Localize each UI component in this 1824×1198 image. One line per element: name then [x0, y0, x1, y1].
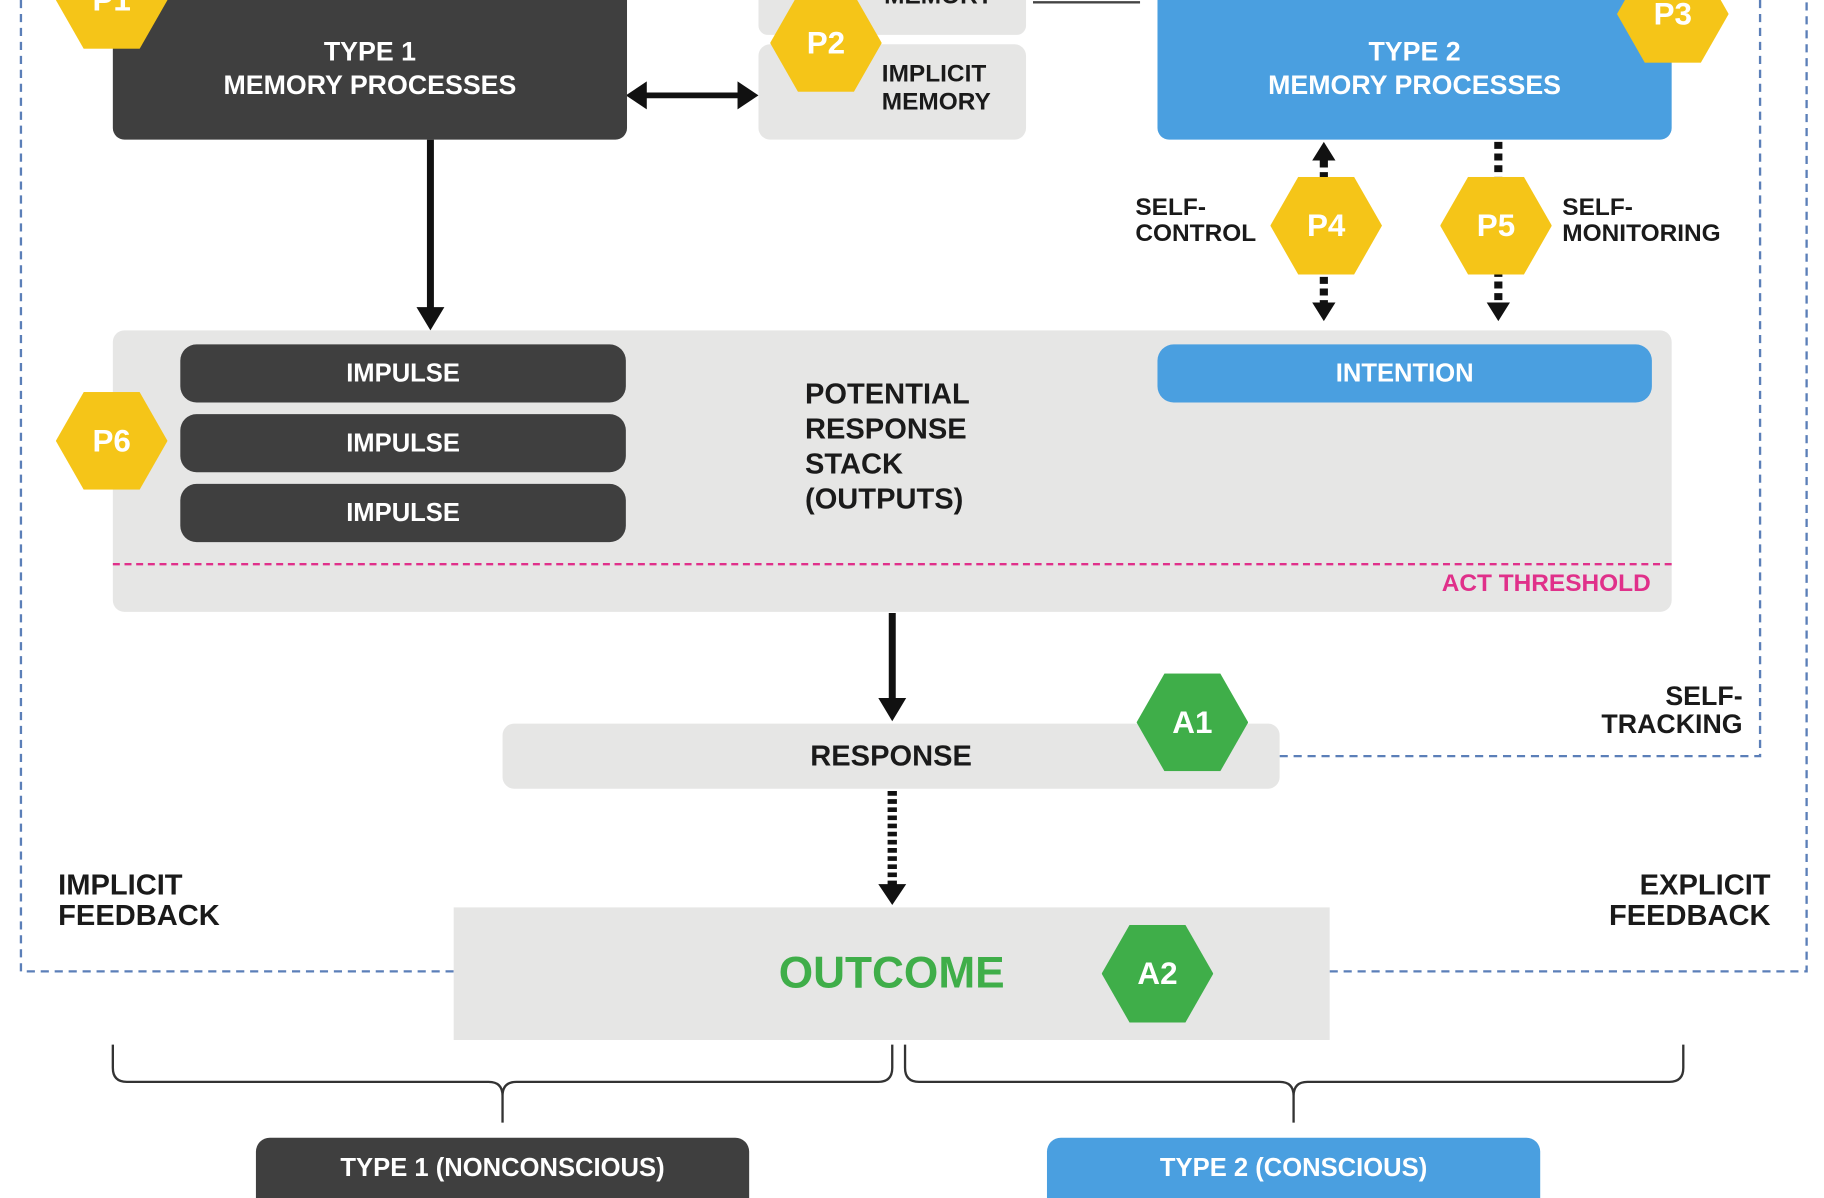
- explicit-feedback-loop: [1329, 0, 1808, 973]
- stack-line1: POTENTIAL: [805, 378, 970, 411]
- stack-line4: (OUTPUTS): [805, 482, 964, 516]
- type2-conscious-legend: TYPE 2 (CONSCIOUS): [1046, 1137, 1541, 1198]
- implicit-feedback-label: IMPLICIT FEEDBACK: [58, 870, 220, 931]
- self-monitoring-label: SELF- MONITORING: [1562, 195, 1720, 246]
- self-tracking-line2: TRACKING: [1601, 708, 1743, 739]
- explicit-feedback-line1: EXPLICIT: [1639, 868, 1771, 902]
- self-control-line2: CONTROL: [1135, 219, 1257, 247]
- implicit-feedback-line1: IMPLICIT: [58, 868, 183, 902]
- type2-box-line2: MEMORY PROCESSES: [1268, 69, 1562, 101]
- type2-box-line1: TYPE 2: [1368, 36, 1461, 67]
- impulse-3: IMPULSE: [180, 483, 626, 543]
- type1-nonconscious-legend: TYPE 1 (NONCONSCIOUS): [255, 1137, 750, 1198]
- outcome-label: OUTCOME: [778, 948, 1005, 998]
- implicit-memory-line2: MEMORY: [881, 88, 991, 116]
- implicit-memory-label: IMPLICIT MEMORY: [882, 60, 991, 116]
- stack-line3: STACK: [805, 447, 904, 481]
- type2-memory-processes-box: TYPE 2 MEMORY PROCESSES: [1157, 0, 1672, 140]
- explicit-feedback-line2: FEEDBACK: [1608, 899, 1771, 933]
- a1-badge: A1: [1136, 673, 1249, 772]
- memory-label: MEMORY: [884, 0, 993, 9]
- type1-box-line2: MEMORY PROCESSES: [223, 69, 517, 101]
- self-monitoring-line1: SELF-: [1562, 194, 1633, 222]
- potential-response-stack-label: POTENTIAL RESPONSE STACK (OUTPUTS): [805, 377, 970, 517]
- act-threshold-label: ACT THRESHOLD: [1441, 570, 1651, 597]
- response-label: RESPONSE: [810, 739, 972, 773]
- self-tracking-line1: SELF-: [1665, 680, 1743, 711]
- intention-pill: INTENTION: [1157, 344, 1652, 403]
- response-box: RESPONSE: [502, 723, 1280, 789]
- implicit-memory-line1: IMPLICIT: [881, 60, 987, 88]
- impulse-1: IMPULSE: [180, 344, 626, 403]
- act-threshold-line: [112, 563, 1672, 566]
- self-tracking-label: SELF- TRACKING: [1601, 682, 1742, 738]
- self-tracking-loop: [1279, 0, 1762, 758]
- self-control-line1: SELF-: [1135, 194, 1206, 222]
- type1-box-line1: TYPE 1: [323, 36, 417, 67]
- self-control-label: SELF- CONTROL: [1135, 195, 1256, 246]
- type1-brace: [111, 1044, 894, 1123]
- self-monitoring-line2: MONITORING: [1562, 219, 1721, 247]
- type2-brace: [903, 1044, 1685, 1123]
- stack-line2: RESPONSE: [805, 412, 967, 446]
- implicit-feedback-loop: [19, 0, 454, 973]
- impulse-2: IMPULSE: [180, 414, 626, 473]
- implicit-feedback-line2: FEEDBACK: [58, 899, 220, 933]
- type1-memory-processes-box: TYPE 1 MEMORY PROCESSES: [112, 0, 628, 140]
- explicit-feedback-label: EXPLICIT FEEDBACK: [1609, 870, 1771, 931]
- a2-badge: A2: [1101, 924, 1214, 1023]
